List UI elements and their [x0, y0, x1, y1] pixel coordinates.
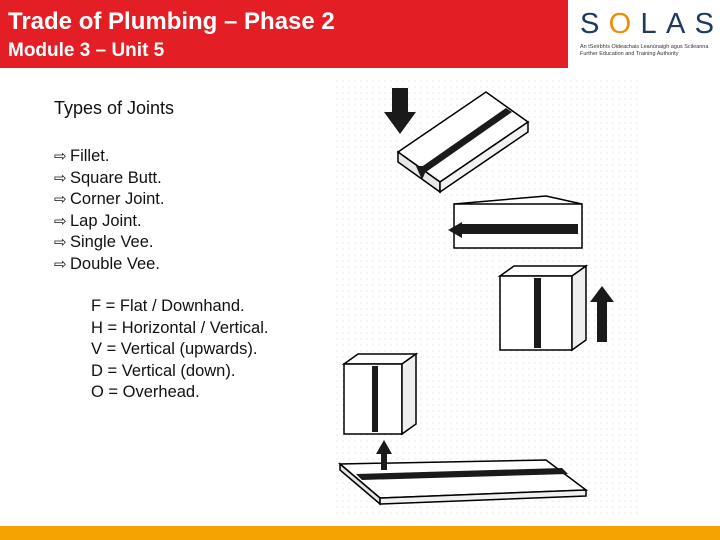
- header-banner: Trade of Plumbing – Phase 2 Module 3 – U…: [0, 0, 568, 68]
- list-item: ⇨Square Butt.: [54, 168, 164, 190]
- outline-right-arrow-icon: ⇨: [54, 212, 67, 230]
- outline-right-arrow-icon: ⇨: [54, 191, 67, 208]
- list-item: F = Flat / Downhand.: [91, 297, 245, 315]
- list-item: V = Vertical (upwards).: [91, 340, 258, 358]
- list-item: H = Horizontal / Vertical.: [91, 318, 269, 337]
- logo-tagline-irish: An tSeirbhís Oideachais Leanúnaigh agus …: [580, 44, 709, 50]
- outline-right-arrow-icon: ⇨: [54, 148, 67, 165]
- vertical-up-position-block: [497, 264, 589, 352]
- down-arrow-icon: [416, 166, 428, 180]
- vertical-down-position-block: [341, 352, 419, 436]
- list-item: ⇨Single Vee.: [54, 232, 164, 254]
- logo-tagline-english: Further Education and Training Authority: [580, 51, 679, 57]
- course-title: Trade of Plumbing – Phase 2: [8, 8, 335, 35]
- list-item: ⇨Fillet.: [54, 146, 164, 168]
- footer-bar: [0, 526, 720, 540]
- outline-right-arrow-icon: ⇨: [54, 169, 67, 187]
- section-title: Types of Joints: [54, 98, 175, 118]
- list-item: D = Vertical (down).: [91, 361, 236, 380]
- horizontal-position-plate: [453, 195, 583, 249]
- welding-positions-list: F = Flat / Downhand. H = Horizontal / Ve…: [91, 296, 268, 404]
- outline-right-arrow-icon: ⇨: [54, 255, 67, 273]
- left-arrow-icon: [448, 222, 462, 238]
- solas-logo: S O L A S An tSeirbhís Oideachais Leanún…: [580, 8, 716, 66]
- outline-right-arrow-icon: ⇨: [54, 234, 67, 251]
- down-arrow-icon: [384, 88, 416, 134]
- list-item: ⇨Double Vee.: [54, 254, 164, 276]
- overhead-position-plate: [338, 459, 589, 506]
- list-item: O = Overhead.: [91, 383, 200, 401]
- up-arrow-icon: [590, 286, 614, 342]
- list-item: ⇨Lap Joint.: [54, 211, 164, 233]
- welding-positions-illustration: [336, 80, 642, 518]
- joint-types-list: ⇨Fillet. ⇨Square Butt. ⇨Corner Joint. ⇨L…: [54, 146, 164, 275]
- list-item: ⇨Corner Joint.: [54, 189, 164, 211]
- logo-wordmark: S O L A S: [580, 8, 714, 40]
- up-arrow-icon: [376, 440, 392, 470]
- module-subtitle: Module 3 – Unit 5: [8, 40, 165, 61]
